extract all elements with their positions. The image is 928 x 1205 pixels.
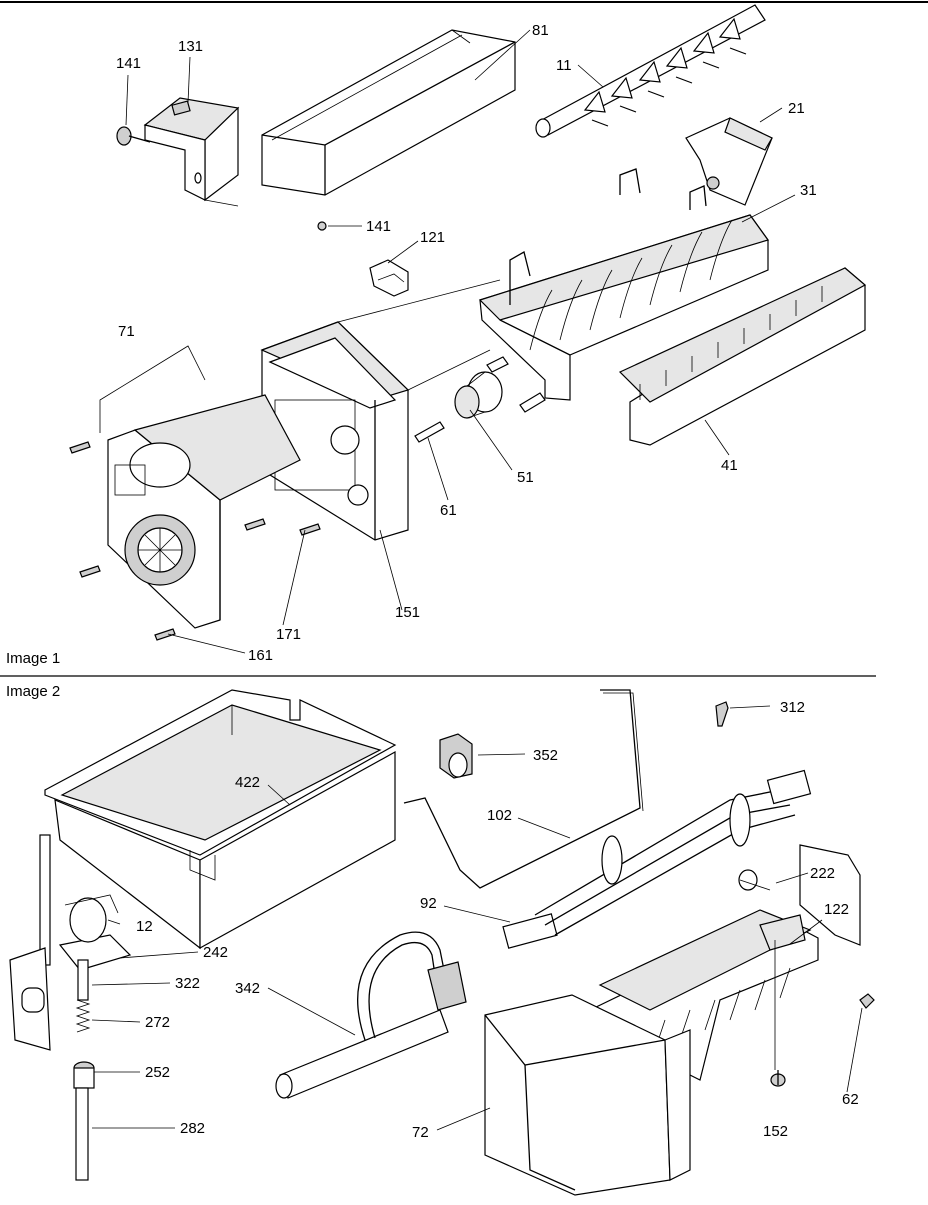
part-61-coupler xyxy=(414,356,546,443)
callout-102: 102 xyxy=(487,807,512,824)
part-72-front-cover xyxy=(484,994,691,1196)
callout-322: 322 xyxy=(175,975,200,992)
part-141-screw-lower xyxy=(317,221,327,231)
callout-131: 131 xyxy=(178,38,203,55)
callout-242: 242 xyxy=(203,944,228,961)
image-1-leaders xyxy=(99,29,796,654)
part-41-shield xyxy=(618,267,867,446)
callout-121: 121 xyxy=(420,229,445,246)
part-11-ejector xyxy=(535,4,766,138)
part-31-mold xyxy=(478,168,769,401)
part-152-screw xyxy=(770,1070,786,1087)
image-2-caption: Image 2 xyxy=(6,683,60,700)
callout-342: 342 xyxy=(235,980,260,997)
part-21-end-bracket xyxy=(685,117,773,206)
callout-151: 151 xyxy=(395,604,420,621)
callout-352: 352 xyxy=(533,747,558,764)
callout-21: 21 xyxy=(788,100,805,117)
callout-252: 252 xyxy=(145,1064,170,1081)
callout-61: 61 xyxy=(440,502,457,519)
part-141-screw-upper xyxy=(116,126,151,146)
part-342-fill-tube xyxy=(275,931,467,1099)
callout-41: 41 xyxy=(721,457,738,474)
part-valve-assembly xyxy=(9,834,132,1181)
callout-92: 92 xyxy=(420,895,437,912)
callout-122: 122 xyxy=(824,901,849,918)
callout-141: 141 xyxy=(116,55,141,72)
part-222-clip xyxy=(738,869,771,891)
callout-81: 81 xyxy=(532,22,549,39)
part-422-ice-bucket xyxy=(44,689,397,950)
part-51-motor xyxy=(454,371,503,419)
callout-62: 62 xyxy=(842,1091,859,1108)
callout-422: 422 xyxy=(235,774,260,791)
part-352-clip xyxy=(439,733,473,779)
callout-152: 152 xyxy=(763,1123,788,1140)
callout-272: 272 xyxy=(145,1014,170,1031)
callout-222: 222 xyxy=(810,865,835,882)
part-102-bail-arm xyxy=(403,689,644,889)
callout-12: 12 xyxy=(136,918,153,935)
screws-171-161 xyxy=(69,441,321,641)
callout-71: 71 xyxy=(118,323,135,340)
image-2-leaders xyxy=(91,705,863,1131)
part-62-screw xyxy=(859,993,875,1009)
callout-31: 31 xyxy=(800,182,817,199)
callout-161: 161 xyxy=(248,647,273,664)
image-2-section: Image 2 xyxy=(6,683,875,1196)
part-312-pin xyxy=(715,701,729,727)
image-1-caption: Image 1 xyxy=(6,650,60,667)
callout-282: 282 xyxy=(180,1120,205,1137)
callout-11: 11 xyxy=(556,57,572,74)
callout-72: 72 xyxy=(412,1124,429,1141)
callout-51: 51 xyxy=(517,469,534,486)
part-131-bracket xyxy=(143,97,240,207)
part-151-housing xyxy=(260,279,501,541)
image-1-section: 141 131 81 11 21 31 141 121 71 51 61 41 … xyxy=(6,4,867,667)
part-71-gear-assembly xyxy=(107,394,301,629)
callout-171: 171 xyxy=(276,626,301,643)
part-121-clip xyxy=(369,259,409,297)
callout-312: 312 xyxy=(780,699,805,716)
part-81-cover xyxy=(261,29,516,196)
part-92-wire-harness xyxy=(502,769,812,949)
callout-141-lower: 141 xyxy=(366,218,391,235)
